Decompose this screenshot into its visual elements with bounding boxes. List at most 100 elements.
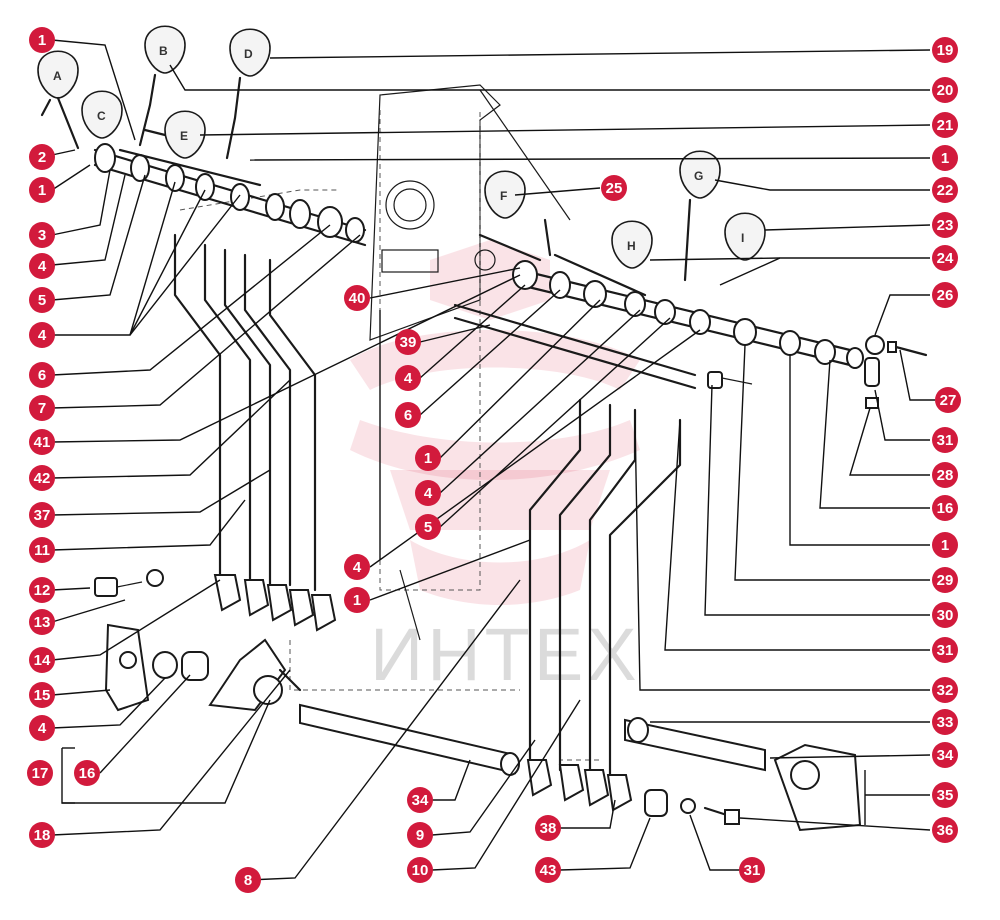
svg-text:31: 31: [937, 642, 954, 659]
svg-text:17: 17: [32, 765, 49, 782]
leader-lines: [51, 39, 935, 881]
svg-text:35: 35: [937, 787, 954, 804]
callout-34: 34: [407, 787, 433, 813]
callout-1: 1: [415, 445, 441, 471]
svg-text:15: 15: [34, 687, 51, 704]
callout-10: 10: [407, 857, 433, 883]
callout-11: 11: [29, 537, 55, 563]
callout-16: 16: [932, 495, 958, 521]
watermark-text: ИНТЕХ: [370, 613, 641, 696]
callout-35: 35: [932, 782, 958, 808]
svg-text:10: 10: [412, 862, 429, 879]
svg-text:1: 1: [38, 32, 46, 49]
knob-c-icon: C: [81, 90, 123, 139]
svg-text:8: 8: [244, 872, 252, 889]
callout-12: 12: [29, 577, 55, 603]
svg-text:4: 4: [424, 485, 433, 502]
callout-37: 37: [29, 502, 55, 528]
callout-19: 19: [932, 37, 958, 63]
svg-text:33: 33: [937, 714, 954, 731]
callout-30: 30: [932, 602, 958, 628]
svg-text:G: G: [694, 169, 703, 183]
svg-text:4: 4: [38, 327, 47, 344]
left-shaft-assembly: [93, 128, 367, 247]
svg-text:32: 32: [937, 682, 954, 699]
svg-text:4: 4: [38, 258, 47, 275]
svg-text:H: H: [627, 239, 636, 253]
svg-text:1: 1: [38, 182, 46, 199]
svg-text:40: 40: [349, 290, 366, 307]
svg-text:42: 42: [34, 470, 51, 487]
callout-4: 4: [395, 365, 421, 391]
right-shaft-assembly: [453, 233, 928, 409]
svg-text:13: 13: [34, 614, 51, 631]
svg-text:30: 30: [937, 607, 954, 624]
callout-25: 25: [601, 175, 627, 201]
knob-e-icon: E: [164, 110, 206, 159]
callout-20: 20: [932, 77, 958, 103]
callout-22: 22: [932, 177, 958, 203]
callout-42: 42: [29, 465, 55, 491]
svg-text:9: 9: [416, 827, 424, 844]
callout-31: 31: [932, 637, 958, 663]
svg-text:1: 1: [941, 150, 949, 167]
svg-text:16: 16: [937, 500, 954, 517]
svg-text:D: D: [244, 47, 253, 61]
callout-13: 13: [29, 609, 55, 635]
callout-33: 33: [932, 709, 958, 735]
callout-31: 31: [932, 427, 958, 453]
svg-text:4: 4: [353, 559, 362, 576]
callout-badges: 1 2 1 3 4 5 4 6 7 41 42 37 11 12 13 14 1…: [27, 27, 961, 893]
svg-text:43: 43: [540, 862, 557, 879]
callout-14: 14: [29, 647, 55, 673]
svg-text:34: 34: [412, 792, 429, 809]
callout-31: 31: [739, 857, 765, 883]
svg-text:C: C: [97, 109, 106, 123]
callout-4: 4: [29, 715, 55, 741]
knob-d-icon: D: [229, 28, 271, 77]
callout-9: 9: [407, 822, 433, 848]
svg-text:18: 18: [34, 827, 51, 844]
callout-3: 3: [29, 222, 55, 248]
svg-text:31: 31: [744, 862, 761, 879]
svg-text:29: 29: [937, 572, 954, 589]
svg-text:4: 4: [38, 720, 47, 737]
svg-text:37: 37: [34, 507, 51, 524]
svg-text:26: 26: [937, 287, 954, 304]
callout-26: 26: [932, 282, 958, 308]
callout-1: 1: [932, 532, 958, 558]
callout-28: 28: [932, 462, 958, 488]
knob-a-icon: A: [37, 50, 79, 99]
svg-text:14: 14: [34, 652, 51, 669]
callout-15: 15: [29, 682, 55, 708]
svg-text:B: B: [159, 44, 168, 58]
svg-text:31: 31: [937, 432, 954, 449]
svg-text:22: 22: [937, 182, 954, 199]
svg-text:F: F: [500, 189, 507, 203]
control-knobs: A B C D E F G H: [37, 25, 766, 282]
svg-text:28: 28: [937, 467, 954, 484]
svg-text:4: 4: [404, 370, 413, 387]
callout-1: 1: [29, 27, 55, 53]
watermark-logo: ИНТЕХ: [350, 240, 641, 696]
knob-h-icon: H: [611, 220, 653, 269]
callout-1: 1: [29, 177, 55, 203]
callout-7: 7: [29, 395, 55, 421]
callout-5: 5: [29, 287, 55, 313]
callout-36: 36: [932, 817, 958, 843]
svg-text:5: 5: [424, 519, 432, 536]
callout-4: 4: [344, 554, 370, 580]
callout-4: 4: [29, 322, 55, 348]
svg-text:1: 1: [353, 592, 361, 609]
callout-40: 40: [344, 285, 370, 311]
svg-text:1: 1: [941, 537, 949, 554]
svg-text:24: 24: [937, 250, 954, 267]
callout-18: 18: [29, 822, 55, 848]
callout-39: 39: [395, 329, 421, 355]
svg-text:11: 11: [34, 542, 50, 559]
svg-text:41: 41: [34, 434, 51, 451]
callout-24: 24: [932, 245, 958, 271]
callout-4: 4: [415, 480, 441, 506]
knob-f-icon: F: [484, 170, 526, 219]
